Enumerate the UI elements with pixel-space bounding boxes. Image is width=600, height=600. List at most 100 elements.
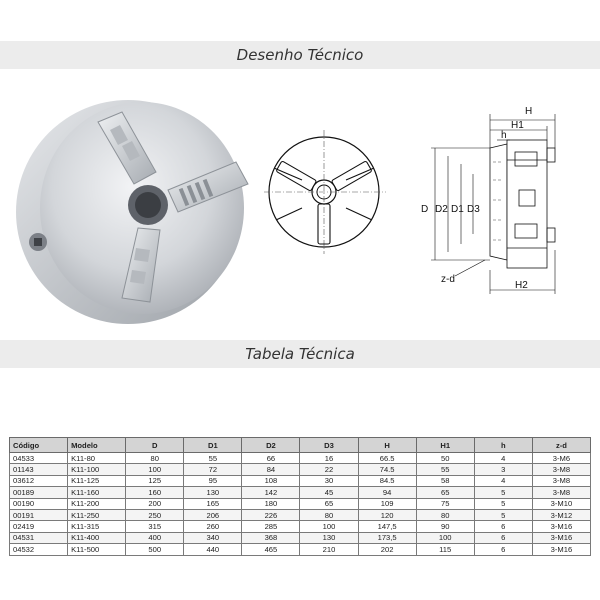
table-cell: 04532 — [8, 543, 69, 556]
dim-label-D2: D2 — [435, 204, 448, 215]
table-cell: 315 — [125, 520, 185, 533]
table-cell: 200 — [125, 497, 185, 510]
table-cell: 4 — [473, 451, 533, 465]
table-cell: 72 — [183, 463, 243, 476]
table-cell: 22 — [299, 463, 359, 476]
table-cell: K11-80 — [67, 451, 127, 465]
table-cell: 80 — [125, 451, 185, 465]
section-title-drawing: Desenho Técnico — [236, 46, 364, 64]
table-cell: 03612 — [8, 474, 69, 488]
table-cell: 95 — [183, 474, 243, 488]
table-cell: 3-M8 — [531, 474, 592, 488]
table-cell: K11-500 — [67, 543, 127, 556]
table-cell: 5 — [473, 497, 533, 510]
table-cell: 3-M12 — [531, 508, 592, 522]
table-cell: 130 — [183, 486, 243, 499]
col-header: H1 — [415, 437, 475, 453]
table-cell: 440 — [183, 543, 243, 556]
table-cell: 368 — [241, 531, 301, 545]
table-cell: 260 — [183, 520, 243, 533]
dim-label-D1: D1 — [451, 204, 464, 215]
table-cell: 84 — [241, 463, 301, 476]
table-cell: 3-M16 — [531, 520, 592, 533]
table-cell: 84.5 — [357, 474, 417, 488]
table-cell: 00191 — [8, 508, 69, 522]
col-header: D1 — [183, 437, 243, 453]
table-cell: 400 — [125, 531, 185, 545]
table-cell: 120 — [357, 508, 417, 522]
table-cell: 04533 — [8, 451, 69, 465]
table-cell: 6 — [473, 531, 533, 545]
table-cell: 90 — [415, 520, 475, 533]
table-cell: K11-250 — [67, 508, 127, 522]
section-banner-table: Tabela Técnica — [0, 340, 600, 368]
dim-label-D3: D3 — [467, 204, 480, 215]
table-cell: 180 — [241, 497, 301, 510]
table-cell: 465 — [241, 543, 301, 556]
table-cell: K11-200 — [67, 497, 127, 510]
col-header: z-d — [531, 437, 592, 453]
table-cell: 3 — [473, 463, 533, 476]
table-cell: 500 — [125, 543, 185, 556]
table-cell: 147,5 — [357, 520, 417, 533]
table-cell: 94 — [357, 486, 417, 499]
table-cell: 5 — [473, 508, 533, 522]
section-title-table: Tabela Técnica — [245, 345, 355, 363]
chuck-jaw-upper — [97, 111, 157, 185]
col-header: Modelo — [67, 437, 127, 453]
table-cell: 108 — [241, 474, 301, 488]
col-header: D3 — [299, 437, 359, 453]
table-cell: 16 — [299, 451, 359, 465]
table-cell: 58 — [415, 474, 475, 488]
table-cell: 75 — [415, 497, 475, 510]
table-cell: 65 — [299, 497, 359, 510]
table-cell: 55 — [415, 463, 475, 476]
table-cell: 45 — [299, 486, 359, 499]
table-cell: K11-125 — [67, 474, 127, 488]
table-cell: 55 — [183, 451, 243, 465]
table-cell: 115 — [415, 543, 475, 556]
table-cell: 206 — [183, 508, 243, 522]
table-cell: 202 — [357, 543, 417, 556]
table-cell: 226 — [241, 508, 301, 522]
table-cell: K11-160 — [67, 486, 127, 499]
table-cell: 65 — [415, 486, 475, 499]
chuck-photo — [16, 100, 249, 324]
col-header: Código — [8, 437, 69, 453]
table-cell: 66 — [241, 451, 301, 465]
table-cell: 142 — [241, 486, 301, 499]
table-cell: 160 — [125, 486, 185, 499]
section-banner-drawing: Desenho Técnico — [0, 41, 600, 69]
dim-label-h: h — [501, 130, 507, 141]
front-view-drawing — [264, 130, 386, 254]
table-cell: 80 — [299, 508, 359, 522]
dim-label-H1: H1 — [511, 120, 524, 131]
dim-label-zd: z-d — [441, 274, 455, 285]
table-cell: 5 — [473, 486, 533, 499]
table-cell: 00190 — [8, 497, 69, 510]
table-cell: 210 — [299, 543, 359, 556]
table-cell: 125 — [125, 474, 185, 488]
dim-label-H2: H2 — [515, 280, 528, 291]
table-cell: K11-315 — [67, 520, 127, 533]
spec-table: Código Modelo D D1 D2 D3 H H1 h z-d 0453… — [8, 437, 592, 556]
table-cell: 6 — [473, 520, 533, 533]
table-cell: 100 — [125, 463, 185, 476]
table-cell: 3-M6 — [531, 451, 592, 465]
table-cell: 100 — [415, 531, 475, 545]
col-header: D — [125, 437, 185, 453]
col-header: H — [357, 437, 417, 453]
table-cell: 250 — [125, 508, 185, 522]
table-cell: 165 — [183, 497, 243, 510]
table-cell: 3-M10 — [531, 497, 592, 510]
table-cell: 00189 — [8, 486, 69, 499]
table-cell: 30 — [299, 474, 359, 488]
table-cell: 6 — [473, 543, 533, 556]
table-cell: K11-100 — [67, 463, 127, 476]
table-cell: K11-400 — [67, 531, 127, 545]
